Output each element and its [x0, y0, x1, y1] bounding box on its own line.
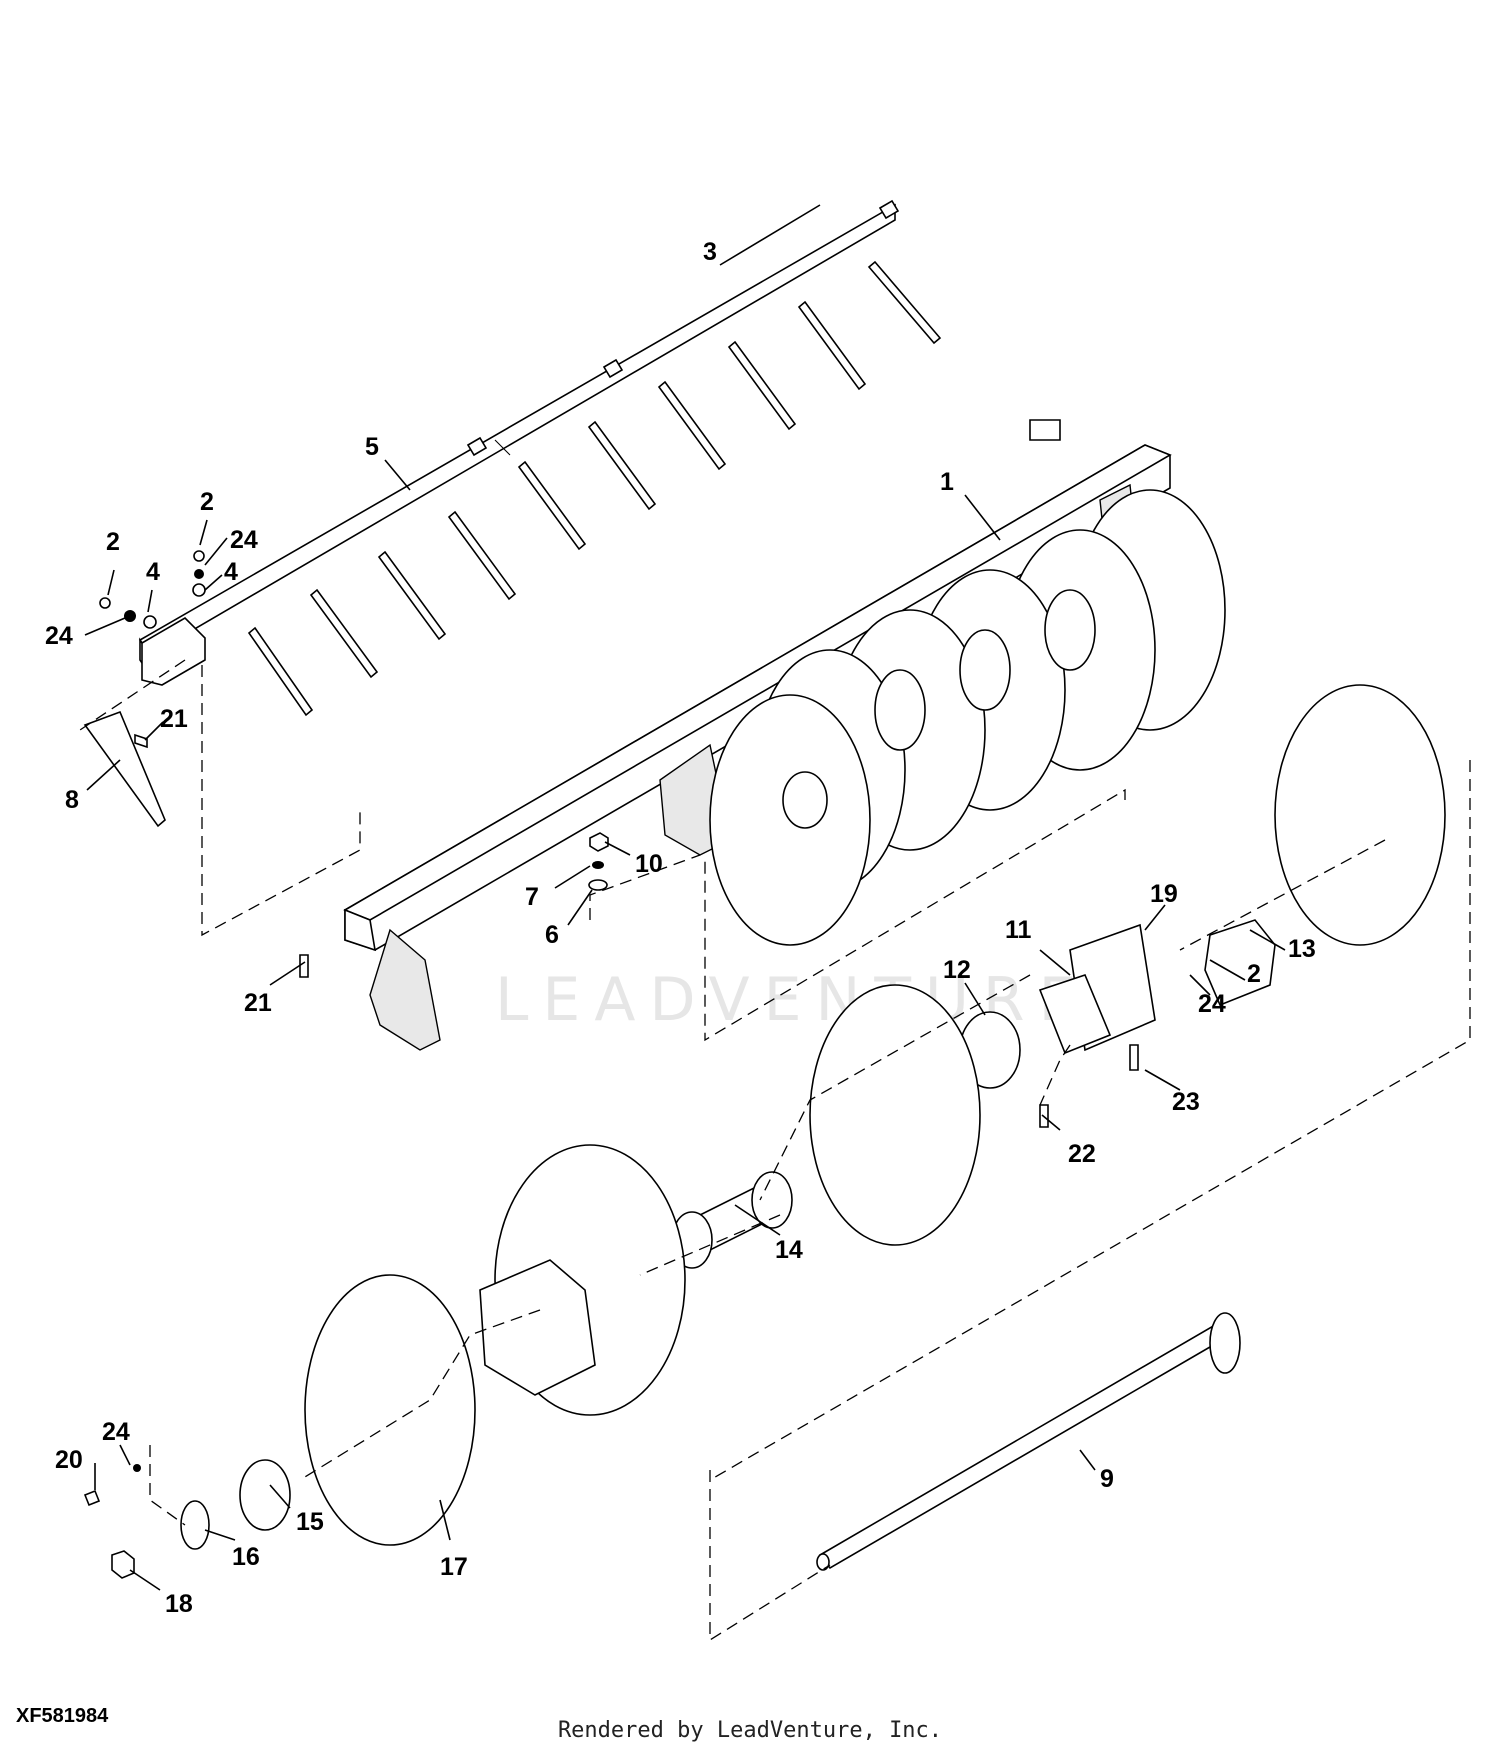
callout-16: 16: [232, 1543, 260, 1571]
callout-21: 21: [160, 705, 188, 733]
callout-12: 12: [943, 956, 971, 984]
center-hardware: [588, 832, 609, 891]
render-credit: Rendered by LeadVenture, Inc.: [557, 1718, 943, 1743]
disc-gang: [709, 489, 1226, 946]
callout-20: 20: [55, 1446, 83, 1474]
callout-9: 9: [1100, 1465, 1114, 1493]
callout-8: 8: [65, 786, 79, 814]
callout-19: 19: [1150, 880, 1178, 908]
callout-4: 4: [146, 558, 160, 586]
callout-17: 17: [440, 1553, 468, 1581]
callout-24: 24: [45, 622, 73, 650]
scraper-bar-assembly: [138, 199, 942, 717]
callout-2: 2: [1247, 960, 1261, 988]
callout-22: 22: [1068, 1140, 1096, 1168]
callout-6: 6: [545, 921, 559, 949]
callout-leaders: [84, 204, 1286, 1591]
callout-3: 3: [703, 238, 717, 266]
callout-1: 1: [940, 468, 954, 496]
callout-10: 10: [635, 850, 663, 878]
left-hardware: [83, 550, 309, 978]
callout-13: 13: [1288, 935, 1316, 963]
callout-14: 14: [775, 1236, 803, 1264]
callout-21: 21: [244, 989, 272, 1017]
callout-23: 23: [1172, 1088, 1200, 1116]
callout-24: 24: [102, 1418, 130, 1446]
callout-7: 7: [525, 883, 539, 911]
callout-2: 2: [200, 488, 214, 516]
callout-labels: 1 2 2 2 3 4 4 5 6 7 8 9 10 11 12 13 14 1…: [45, 238, 1316, 1618]
exploded-parts: [83, 684, 1446, 1579]
callout-18: 18: [165, 1590, 193, 1618]
callout-15: 15: [296, 1508, 324, 1536]
diagram-code: XF581984: [16, 1705, 109, 1727]
callout-24: 24: [1198, 990, 1226, 1018]
main-frame: [343, 419, 1172, 1051]
callout-5: 5: [365, 433, 379, 461]
dashed-leaders: [79, 659, 1471, 1642]
callout-24: 24: [230, 526, 258, 554]
callout-2: 2: [106, 528, 120, 556]
callout-4: 4: [224, 558, 238, 586]
callout-11: 11: [1005, 916, 1032, 944]
